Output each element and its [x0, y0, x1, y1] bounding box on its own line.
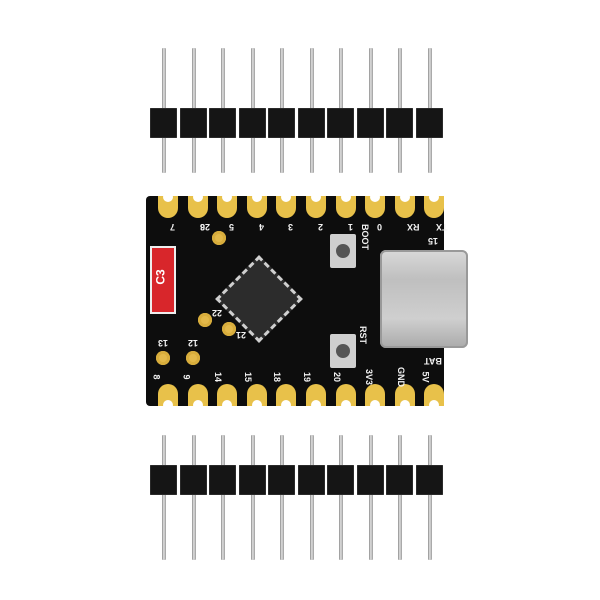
- header-pin: [339, 435, 343, 560]
- header-pin: [427, 435, 432, 560]
- header-pin: [309, 435, 314, 560]
- pin-15-label: 15: [428, 236, 439, 246]
- bottom-pin-pad: [187, 384, 208, 410]
- reset-button[interactable]: [330, 334, 356, 368]
- via-12: [186, 351, 200, 365]
- bottom-pin-label: GND: [395, 367, 406, 387]
- top-pin-pad: [276, 192, 297, 218]
- header-spacer: [415, 108, 443, 138]
- header-spacer: [415, 465, 443, 495]
- top-pin-label: 3: [288, 222, 294, 232]
- header-spacer: [209, 108, 236, 138]
- via-13-label: 13: [158, 338, 169, 348]
- bottom-pin-label: 9: [181, 374, 192, 380]
- header-pin: [221, 435, 225, 560]
- bottom-pin-pad: [394, 384, 415, 410]
- header-spacer: [327, 108, 354, 138]
- header-spacer: [179, 108, 207, 138]
- bottom-pin-label: 19: [302, 371, 313, 383]
- header-pin: [280, 435, 284, 560]
- header-spacer: [386, 465, 413, 495]
- top-pin-header: [150, 48, 446, 173]
- bottom-pin-label: 20: [331, 371, 342, 383]
- bottom-pin-header: [150, 435, 446, 560]
- boot-label: BOOT: [360, 224, 370, 250]
- c3-module-tag: C3: [150, 246, 176, 314]
- top-pin-pad: [158, 192, 178, 218]
- top-pin-pad: [217, 192, 238, 218]
- header-spacer: [386, 108, 413, 138]
- via-21-label: 21: [236, 330, 247, 340]
- header-spacer: [238, 108, 266, 138]
- header-pin: [191, 435, 196, 560]
- bottom-pin-pad: [335, 384, 356, 410]
- bottom-pin-label: 5V: [420, 371, 431, 383]
- header-spacer: [268, 108, 295, 138]
- header-spacer: [297, 108, 325, 138]
- bottom-pin-pad: [424, 384, 445, 410]
- bottom-pin-pad: [306, 384, 326, 410]
- reset-label: RST: [358, 326, 368, 344]
- top-pin-label: 0: [377, 222, 383, 232]
- header-spacer: [179, 465, 207, 495]
- top-pin-label: 5: [229, 222, 235, 232]
- via-22: [198, 313, 212, 327]
- top-pin-pad: [187, 192, 208, 218]
- bottom-pin-label: 15: [242, 371, 253, 383]
- top-pin-label: 2: [318, 222, 324, 232]
- top-pin-pad: [394, 192, 415, 218]
- header-spacer: [356, 108, 384, 138]
- header-pin: [162, 435, 166, 560]
- header-spacer: [327, 465, 354, 495]
- top-pin-label: 7: [170, 222, 176, 232]
- header-spacer: [150, 465, 177, 495]
- top-pin-label: RX: [406, 222, 420, 232]
- bottom-pin-pad: [217, 384, 238, 410]
- top-pin-pad: [424, 192, 445, 218]
- bottom-pin-label: 3V3: [364, 368, 375, 386]
- bottom-pin-pad: [365, 384, 386, 410]
- bottom-pin-pad: [158, 384, 178, 410]
- bottom-pin-label: 14: [213, 371, 224, 383]
- bottom-pin-label: 18: [272, 371, 283, 383]
- via-21: [222, 322, 236, 336]
- via-12-label: 12: [188, 338, 199, 348]
- via-22-label: 22: [212, 308, 223, 318]
- header-pin: [398, 435, 402, 560]
- boot-button[interactable]: [330, 234, 356, 268]
- header-spacer: [238, 465, 266, 495]
- header-spacer: [297, 465, 325, 495]
- top-pin-label: 1: [347, 222, 353, 232]
- header-spacer: [356, 465, 384, 495]
- top-pin-label: TX: [436, 222, 448, 232]
- bottom-pin-pad: [276, 384, 297, 410]
- top-pin-pad: [365, 192, 386, 218]
- top-pin-pad: [246, 192, 267, 218]
- bottom-pin-label: 8: [151, 374, 162, 380]
- top-pin-pad: [306, 192, 326, 218]
- top-pin-pad: [335, 192, 356, 218]
- header-spacer: [209, 465, 236, 495]
- via-13: [156, 351, 170, 365]
- header-spacer: [268, 465, 295, 495]
- bat-label: BAT: [424, 356, 442, 366]
- header-spacer: [150, 108, 177, 138]
- top-pin-label: 6: [199, 222, 205, 232]
- header-pin: [250, 435, 255, 560]
- via-23: [212, 231, 226, 245]
- usb-c-connector: [380, 250, 468, 348]
- top-pin-label: 4: [258, 222, 264, 232]
- header-pin: [368, 435, 373, 560]
- bottom-pin-pad: [246, 384, 267, 410]
